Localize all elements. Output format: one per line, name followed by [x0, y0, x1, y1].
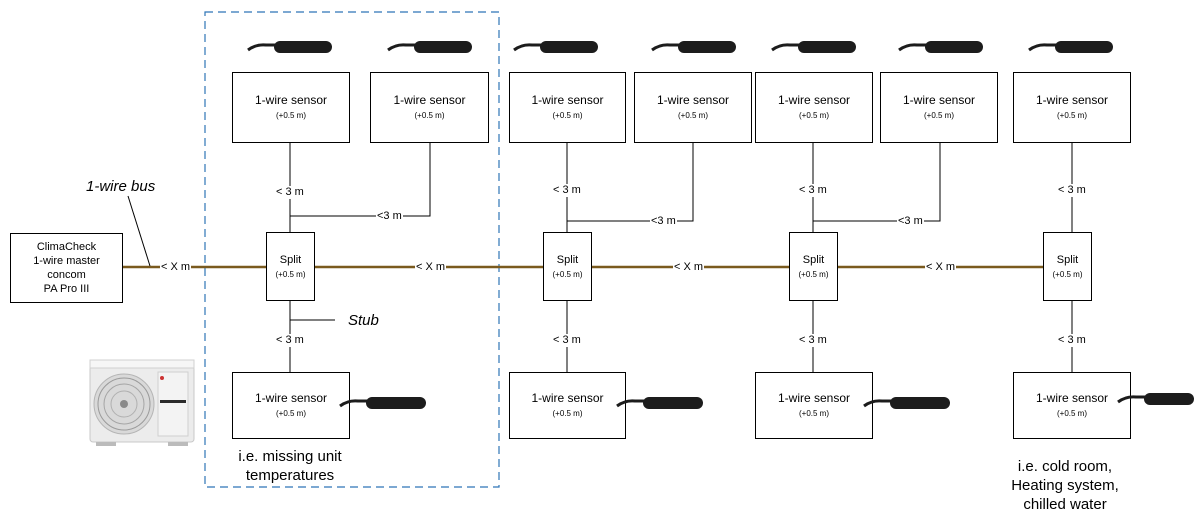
bus-callout-leader: [127, 195, 151, 267]
sensor-box: 1-wire sensor (+0.5 m): [755, 372, 873, 439]
split-label: Split: [1056, 253, 1079, 266]
sensor-label: 1-wire sensor: [656, 93, 730, 107]
sensor-box: 1-wire sensor (+0.5 m): [880, 72, 998, 143]
sensor-label: 1-wire sensor: [777, 391, 851, 405]
sensor-length: (+0.5 m): [798, 111, 829, 120]
sensor-length: (+0.5 m): [677, 111, 708, 120]
distance-label: < 3 m: [1057, 334, 1087, 347]
sensor-label: 1-wire sensor: [254, 391, 328, 405]
split-length: (+0.5 m): [1052, 269, 1083, 279]
temperature-probe-icon: [247, 41, 332, 53]
bus-length-label: < X m: [673, 261, 705, 274]
temperature-probe-icon: [863, 397, 950, 409]
split-label: Split: [279, 253, 302, 266]
distance-label: < 3 m: [275, 186, 305, 199]
sensor-length: (+0.5 m): [798, 409, 829, 418]
sensor-label: 1-wire sensor: [1035, 391, 1109, 405]
split-label: Split: [556, 253, 579, 266]
sensor-box: 1-wire sensor (+0.5 m): [370, 72, 489, 143]
distance-label: <3 m: [376, 210, 403, 223]
missing-temperatures-note: i.e. missing unit temperatures: [238, 448, 342, 484]
bus-length-label: < X m: [925, 261, 957, 274]
distance-label: <3 m: [897, 215, 924, 228]
distance-label: < 3 m: [798, 334, 828, 347]
bus-callout: 1-wire bus: [86, 178, 156, 195]
sensor-label: 1-wire sensor: [777, 93, 851, 107]
cold-room-note: i.e. cold room, Heating system, chilled …: [1011, 458, 1119, 513]
bus-length-label: < X m: [415, 261, 447, 274]
split-label: Split: [802, 253, 825, 266]
sensor-length: (+0.5 m): [275, 111, 306, 120]
distance-label: < 3 m: [552, 334, 582, 347]
sensor-label: 1-wire sensor: [1035, 93, 1109, 107]
master-line-2: 1-wire master: [33, 255, 100, 267]
sensor-box: 1-wire sensor (+0.5 m): [755, 72, 873, 143]
distance-label: < 3 m: [552, 184, 582, 197]
temperature-probe-icon: [898, 41, 983, 53]
sensor-label: 1-wire sensor: [531, 93, 604, 107]
sensor-length: (+0.5 m): [1056, 111, 1087, 120]
sensor-label: 1-wire sensor: [902, 93, 976, 107]
outdoor-unit-icon: [89, 359, 195, 446]
temperature-probe-icon: [339, 397, 426, 409]
sensor-label: 1-wire sensor: [393, 93, 466, 107]
master-line-1: ClimaCheck: [36, 241, 97, 253]
stub-callout: Stub: [348, 312, 379, 329]
split-length: (+0.5 m): [275, 269, 306, 279]
distance-label: <3 m: [650, 215, 677, 228]
sensor-length: (+0.5 m): [923, 111, 954, 120]
split-box: Split (+0.5 m): [543, 232, 592, 301]
distance-label: < 3 m: [1057, 184, 1087, 197]
split-box: Split (+0.5 m): [789, 232, 838, 301]
sensor-box: 1-wire sensor (+0.5 m): [509, 372, 626, 439]
master-line-3: concom: [47, 269, 86, 281]
split-length: (+0.5 m): [798, 269, 829, 279]
sensor-box: 1-wire sensor (+0.5 m): [232, 72, 350, 143]
temperature-probe-icon: [1117, 393, 1194, 405]
temperature-probe-icon: [771, 41, 856, 53]
sensor-box: 1-wire sensor (+0.5 m): [1013, 72, 1131, 143]
distance-label: < 3 m: [798, 184, 828, 197]
sensor-length: (+0.5 m): [414, 111, 445, 120]
sensor-label: 1-wire sensor: [531, 391, 604, 405]
sensor-box: 1-wire sensor (+0.5 m): [1013, 372, 1131, 439]
distance-label: < 3 m: [275, 334, 305, 347]
sensor-length: (+0.5 m): [1056, 409, 1087, 418]
temperature-probe-icon: [513, 41, 598, 53]
sensor-label: 1-wire sensor: [254, 93, 328, 107]
temperature-probe-icon: [651, 41, 736, 53]
climacheck-master-box: ClimaCheck 1-wire master concom PA Pro I…: [10, 233, 123, 303]
temperature-probe-icon: [1028, 41, 1113, 53]
sensor-box: 1-wire sensor (+0.5 m): [232, 372, 350, 439]
temperature-probe-icon: [387, 41, 472, 53]
group-frame: [204, 11, 500, 488]
split-box: Split (+0.5 m): [1043, 232, 1092, 301]
sensor-length: (+0.5 m): [552, 409, 583, 418]
sensor-length: (+0.5 m): [552, 111, 583, 120]
sensor-box: 1-wire sensor (+0.5 m): [634, 72, 752, 143]
temperature-probe-icon: [616, 397, 703, 409]
master-line-4: PA Pro III: [43, 283, 90, 295]
split-length: (+0.5 m): [552, 269, 583, 279]
bus-length-label: < X m: [160, 261, 192, 274]
split-box: Split (+0.5 m): [266, 232, 315, 301]
sensor-length: (+0.5 m): [275, 409, 306, 418]
sensor-box: 1-wire sensor (+0.5 m): [509, 72, 626, 143]
